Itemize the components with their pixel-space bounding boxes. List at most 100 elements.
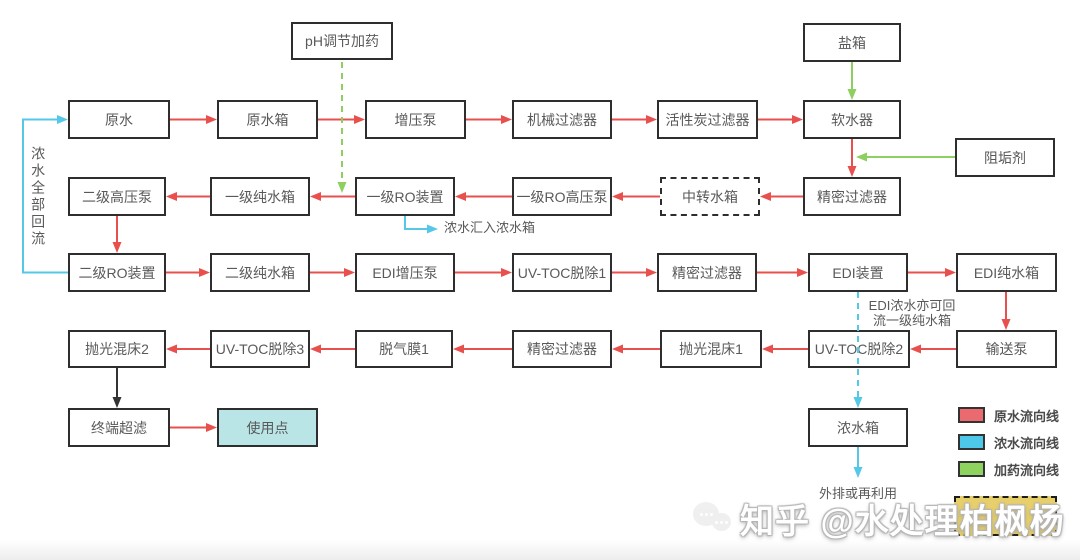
node-booster-pump: 增压泵 (365, 100, 466, 139)
chat-bubbles-icon (690, 496, 740, 540)
highlight-box (954, 496, 1057, 536)
raw-water-line-swatch (958, 407, 985, 423)
edge-edi-unit-to-edi-tank (908, 268, 956, 277)
node-uv-toc-removal-3: UV-TOC脱除3 (210, 330, 310, 368)
edge-salt-tank-to-softener (847, 62, 857, 100)
node-label: 原水 (105, 111, 133, 128)
node-raw-water: 原水 (68, 100, 170, 139)
node-precision-filter-1: 精密过滤器 (803, 177, 901, 216)
node-edi-booster-pump: EDI增压泵 (355, 253, 455, 292)
node-raw-water-tank: 原水箱 (217, 100, 318, 139)
edge-precision2-to-edi-unit (757, 268, 808, 277)
edge-transfer-tank-to-ro1-pump (612, 192, 660, 201)
node-terminal-uf: 终端超滤 (68, 408, 170, 447)
node-precision-filter-3: 精密过滤器 (512, 330, 612, 368)
node-stage2-pure-tank: 二级纯水箱 (210, 253, 310, 292)
node-label: 中转水箱 (682, 188, 738, 205)
edge-degassing-to-uvtoc3 (310, 344, 355, 354)
node-label: UV-TOC脱除2 (814, 341, 904, 357)
node-label: UV-TOC脱除3 (215, 341, 305, 357)
watermark: 知乎 @水处理柏枫杨 (690, 492, 1065, 544)
annotation-edi-concentrate-note: EDI浓水亦可回 流一级纯水箱 (868, 298, 956, 328)
node-label: 软水器 (831, 111, 873, 128)
node-label: 精密过滤器 (672, 264, 742, 281)
edge-pure2-tank-to-edi-booster (310, 268, 355, 277)
legend-item-concentrate: 浓水流向线 (958, 434, 1060, 451)
node-label: 一级纯水箱 (225, 188, 295, 205)
node-edi-pure-tank: EDI纯水箱 (956, 253, 1057, 292)
node-stage1-ro-unit: 一级RO装置 (355, 177, 455, 216)
node-label: 抛光混床2 (85, 341, 149, 357)
node-label: 输送泵 (985, 341, 1028, 357)
dosing-line-swatch (958, 461, 985, 477)
edge-terminal-uf-to-point-of-use (170, 423, 217, 432)
edge-ro1-pump-to-ro1-unit (455, 192, 512, 201)
node-label: 使用点 (246, 419, 289, 436)
node-label: 脱气膜1 (379, 341, 429, 357)
node-stage1-ro-hp-pump: 一级RO高压泵 (512, 177, 612, 216)
node-label: 二级RO装置 (78, 264, 156, 281)
legend-item-dosing: 加药流向线 (958, 461, 1060, 478)
edge-ro1-unit-to-pure1-tank (310, 192, 355, 201)
node-label: 抛光混床1 (679, 341, 743, 357)
edge-raw-tank-to-booster (318, 115, 365, 124)
node-label: 终端超滤 (91, 419, 147, 436)
node-precision-filter-2: 精密过滤器 (657, 253, 757, 292)
node-uv-toc-removal-1: UV-TOC脱除1 (512, 253, 612, 292)
node-label: 二级纯水箱 (225, 264, 295, 281)
edge-booster-to-mech-filter (466, 115, 512, 124)
node-uv-toc-removal-2: UV-TOC脱除2 (808, 330, 910, 368)
edge-softener-to-precision1 (847, 139, 857, 177)
node-label: 机械过滤器 (527, 111, 597, 128)
node-stage2-hp-pump: 二级高压泵 (68, 177, 166, 216)
legend-label: 加药流向线 (994, 462, 1060, 478)
annotation-discharge-note: 外排或再利用 (819, 486, 898, 501)
edge-polishing2-to-terminal-uf (112, 368, 122, 408)
edge-raw-water-to-raw-tank (170, 115, 217, 124)
node-antiscalant: 阻垢剂 (955, 138, 1055, 177)
node-label: 一级RO高压泵 (516, 188, 608, 205)
node-label: 一级RO装置 (366, 188, 444, 205)
edge-uvtoc1-to-precision2 (612, 268, 657, 277)
node-stage2-ro-unit: 二级RO装置 (68, 253, 166, 292)
annotation-ro1-concentrate-note: 浓水汇入浓水箱 (444, 220, 536, 235)
node-polishing-bed-2: 抛光混床2 (68, 330, 166, 368)
edge-antiscalant-feed (856, 152, 955, 162)
edge-precision3-to-degassing (453, 344, 512, 354)
edge-polishing1-to-precision3 (612, 344, 660, 354)
watermark-text: 知乎 @水处理柏枫杨 (740, 502, 1065, 541)
node-label: 浓水箱 (837, 419, 879, 436)
node-label: 二级高压泵 (82, 188, 152, 205)
node-water-softener: 软水器 (803, 100, 901, 139)
node-point-of-use: 使用点 (217, 408, 318, 447)
edge-ro1-concentrate-out (404, 216, 438, 234)
node-label: pH调节加药 (305, 33, 379, 49)
node-label: 活性炭过滤器 (665, 111, 750, 128)
edge-hp2-pump-to-ro2-unit (112, 216, 122, 253)
edge-edi-booster-to-uvtoc1 (455, 268, 512, 277)
node-label: EDI增压泵 (372, 264, 438, 281)
edge-concentrate-tank-discharge (853, 447, 863, 478)
node-ph-dosing: pH调节加药 (291, 22, 393, 60)
node-label: 精密过滤器 (817, 188, 887, 205)
edge-uvtoc2-to-polishing1 (762, 344, 808, 354)
edge-transfer-pump-to-uvtoc2 (910, 344, 956, 354)
node-label: EDI装置 (832, 264, 884, 281)
node-label: UV-TOC脱除1 (517, 264, 607, 281)
edge-precision1-to-transfer-tank (760, 192, 803, 201)
node-label: EDI纯水箱 (973, 264, 1040, 281)
annotation-full-reflux-note: 浓水全部回流 (30, 146, 47, 248)
edge-ph-dosing-line (337, 62, 347, 193)
node-polishing-bed-1: 抛光混床1 (660, 330, 762, 368)
node-transfer-pump: 输送泵 (956, 330, 1057, 368)
edge-ro2-unit-to-pure2-tank (166, 268, 210, 277)
node-label: 盐箱 (838, 34, 866, 51)
node-mechanical-filter: 机械过滤器 (512, 100, 612, 139)
node-label: 精密过滤器 (527, 341, 597, 357)
edge-edi-tank-to-transfer-pump (1001, 292, 1011, 330)
node-edi-unit: EDI装置 (808, 253, 908, 292)
legend-label: 浓水流向线 (994, 435, 1060, 451)
edge-mech-to-carbon-filter (612, 115, 657, 124)
edge-pure1-tank-to-hp2-pump (166, 192, 210, 201)
